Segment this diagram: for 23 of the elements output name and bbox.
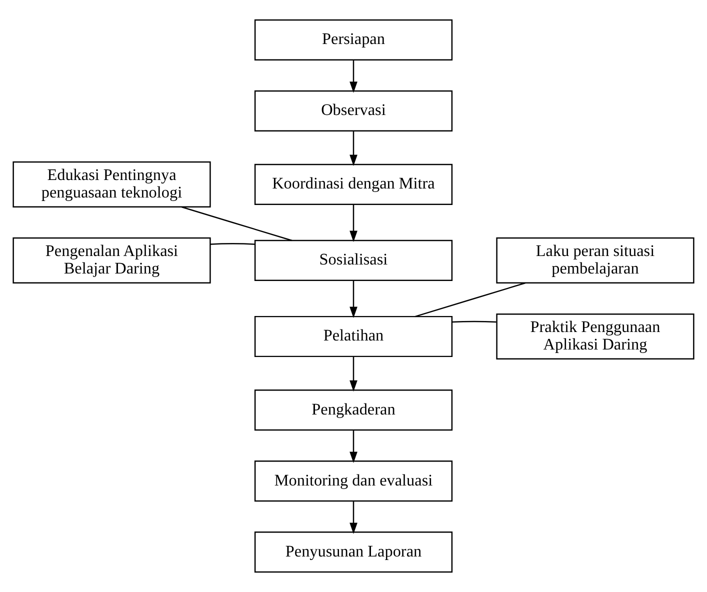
node-box: Sosialisasi bbox=[254, 240, 453, 282]
node-box: Penyusunan Laporan bbox=[254, 532, 453, 573]
arrow bbox=[350, 356, 358, 392]
node-box: Koordinasi dengan Mitra bbox=[254, 164, 453, 206]
node-box: Pengkaderan bbox=[254, 389, 453, 431]
node-box: Monitoring dan evaluasi bbox=[254, 460, 453, 502]
node-box: Persiapan bbox=[254, 19, 453, 60]
node-box: Edukasi Pentingnya penguasaan teknologi bbox=[12, 161, 211, 208]
node-box: Praktik Penggunaan Aplikasi Daring bbox=[496, 313, 694, 360]
node-box: Observasi bbox=[254, 90, 453, 132]
arrow bbox=[350, 204, 358, 242]
connector bbox=[210, 243, 255, 245]
arrow bbox=[350, 280, 358, 318]
arrow bbox=[350, 60, 358, 93]
connector bbox=[414, 282, 526, 318]
node-box: Laku peran situasi pembelajaran bbox=[496, 237, 694, 284]
connector bbox=[452, 320, 496, 323]
arrow bbox=[350, 501, 358, 534]
connector bbox=[182, 206, 292, 242]
arrow bbox=[350, 131, 358, 166]
node-box: Pengenalan Aplikasi Belajar Daring bbox=[12, 237, 211, 284]
node-box: Pelatihan bbox=[254, 316, 453, 358]
arrow bbox=[350, 430, 358, 463]
